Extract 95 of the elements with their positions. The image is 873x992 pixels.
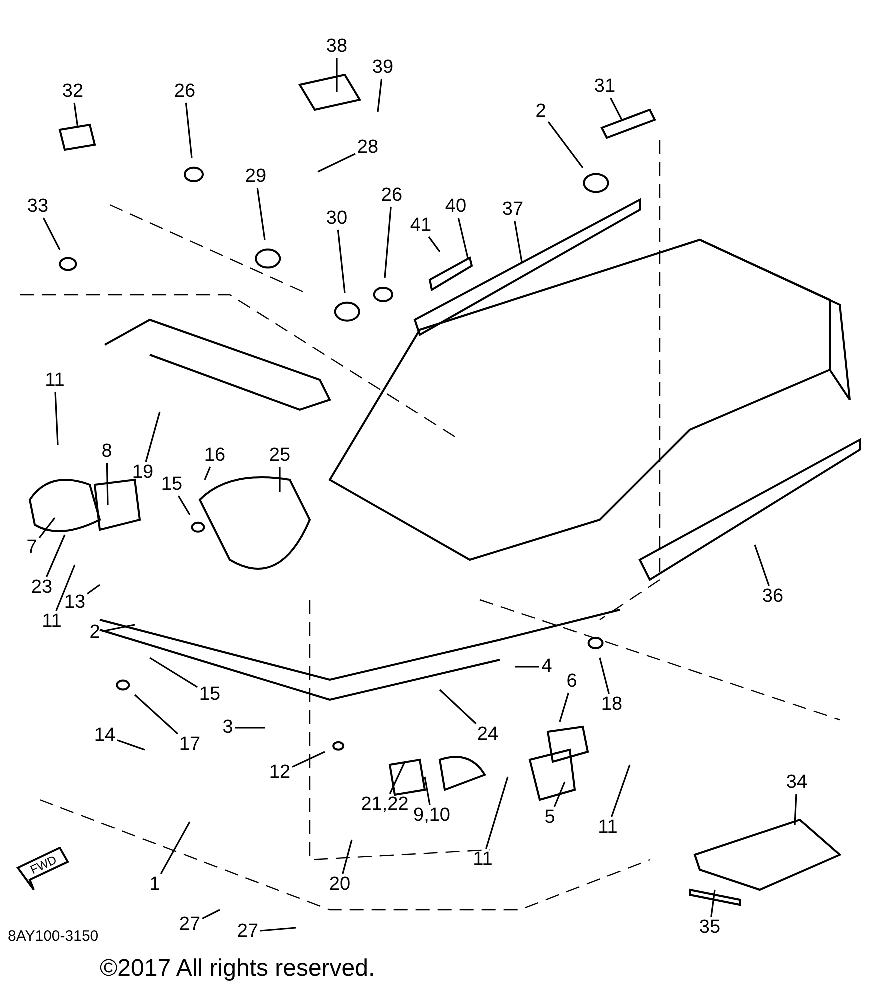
leader-line: [559, 692, 570, 722]
callout-number: 15: [199, 685, 221, 705]
leader-line: [599, 658, 610, 694]
leader-line: [145, 412, 161, 462]
leader-line: [185, 102, 193, 158]
callout-number: 17: [179, 735, 201, 755]
leader-line: [337, 230, 346, 294]
callout-number: 27: [179, 915, 201, 935]
leader-line: [554, 782, 566, 808]
callout-number: 39: [372, 58, 394, 78]
callout-number: 8: [102, 442, 112, 462]
callout-number: 26: [381, 186, 403, 206]
callout-number: 2: [536, 102, 546, 122]
leader-line: [117, 740, 146, 751]
leader-line: [342, 840, 353, 874]
callout-number: 41: [410, 216, 432, 236]
callout-number: 11: [598, 818, 618, 838]
leader-line: [514, 220, 523, 262]
callout-number: 36: [762, 587, 784, 607]
leader-line: [458, 218, 469, 258]
callout-number: 16: [204, 446, 226, 466]
callout-number: 3: [222, 718, 234, 738]
callout-number: 31: [594, 77, 616, 97]
callout-number: 20: [329, 875, 351, 895]
leader-line: [754, 544, 770, 586]
leader-line: [611, 764, 631, 818]
leader-line: [202, 909, 220, 920]
leader-line: [548, 122, 584, 168]
leader-line: [236, 727, 265, 729]
leader-line: [377, 78, 383, 112]
leader-line: [279, 467, 281, 492]
callout-number: 23: [31, 578, 53, 598]
callout-number: 11: [42, 612, 62, 632]
callout-number: 9,10: [414, 806, 450, 826]
callout-number: 11: [473, 850, 493, 870]
leader-line: [486, 776, 509, 850]
leader-line: [292, 751, 326, 768]
callout-number: 2: [90, 623, 100, 643]
leader-line: [74, 102, 79, 128]
callout-number: 24: [477, 725, 499, 745]
leader-line: [38, 518, 56, 539]
callout-number: 38: [326, 37, 348, 57]
leader-line: [256, 188, 266, 240]
callout-number: 4: [542, 657, 552, 677]
leader-line: [56, 564, 76, 612]
leader-line: [710, 890, 716, 918]
leader-line: [160, 822, 191, 874]
callout-number: 1: [150, 875, 160, 895]
callout-number: 26: [174, 82, 196, 102]
leader-line: [150, 657, 198, 688]
callout-number: 25: [269, 446, 291, 466]
callout-number: 21,22: [361, 795, 409, 815]
callout-number: 11: [45, 371, 65, 391]
leader-line: [515, 666, 540, 668]
leader-line: [46, 534, 66, 578]
leader-line: [134, 694, 178, 735]
leader-line: [318, 153, 356, 173]
callout-number: 29: [245, 167, 267, 187]
leader-line: [439, 689, 477, 725]
leader-line: [384, 206, 392, 278]
leader-line: [178, 496, 191, 516]
leader-line: [42, 218, 61, 250]
callout-number: 30: [326, 209, 348, 229]
leader-line: [389, 762, 406, 794]
leader-line: [106, 462, 109, 506]
callout-number: 15: [161, 475, 183, 495]
callout-number: 27: [237, 922, 259, 942]
leader-line: [336, 58, 338, 92]
callout-number: 34: [786, 773, 808, 793]
leader-line: [87, 584, 100, 595]
callout-number: 12: [269, 763, 291, 783]
drawing-number: 8AY100-3150: [8, 928, 99, 945]
callout-number: 32: [62, 82, 84, 102]
leader-line: [260, 927, 296, 932]
direction-label: FWD: [28, 852, 59, 878]
callout-number: 5: [544, 808, 556, 828]
callout-number: 19: [132, 463, 154, 483]
leader-line: [424, 776, 431, 806]
callout-number: 13: [64, 593, 86, 613]
callout-number: 6: [566, 672, 578, 692]
callout-number: 14: [94, 726, 116, 746]
callout-number: 37: [502, 200, 524, 220]
leader-line: [610, 98, 623, 120]
copyright-notice: ©2017 All rights reserved.: [100, 955, 376, 983]
leader-line: [102, 624, 136, 632]
leader-line: [794, 794, 798, 826]
callout-number: 35: [699, 918, 721, 938]
callout-number: 33: [27, 197, 49, 217]
leader-line: [428, 236, 441, 252]
callout-number: 28: [357, 138, 379, 158]
callout-number: 7: [26, 538, 38, 558]
leader-line: [204, 466, 212, 480]
callout-number: 40: [445, 197, 467, 217]
callout-number: 18: [601, 695, 623, 715]
leader-line: [54, 392, 59, 446]
